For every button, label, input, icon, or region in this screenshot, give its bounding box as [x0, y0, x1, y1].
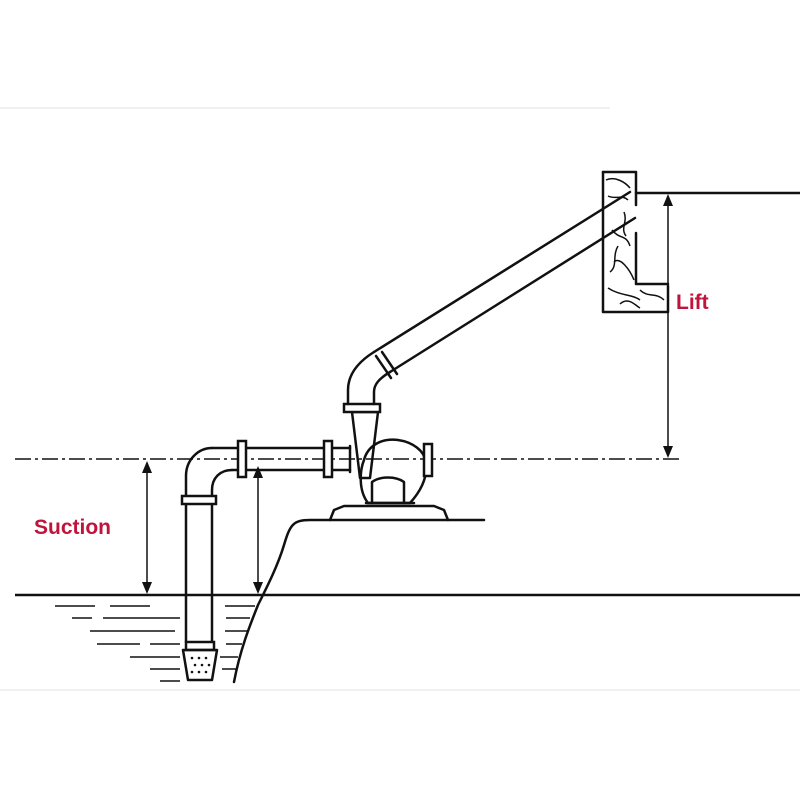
suction-horizontal-pipe — [210, 439, 352, 479]
discharge-elbow — [346, 350, 392, 406]
suction-label: Suction — [34, 516, 111, 539]
discharge-pipe-bottom — [388, 216, 637, 374]
lift-label: Lift — [676, 291, 709, 314]
discharge-cone — [350, 410, 380, 480]
suction-vertical-pipe — [180, 446, 234, 644]
discharge-flange — [342, 402, 382, 414]
pump-body — [359, 438, 434, 505]
pump-base — [328, 504, 450, 522]
ground-bank — [232, 518, 486, 684]
water-ripples — [55, 605, 255, 682]
discharge-pipe-top — [372, 190, 632, 354]
pipe-height-dimension-arrow — [253, 466, 263, 594]
lift-dimension-arrow — [663, 194, 673, 458]
suction-dimension-arrow — [142, 461, 152, 594]
foot-valve-strainer — [181, 640, 219, 682]
discharge-coupling — [374, 350, 399, 380]
